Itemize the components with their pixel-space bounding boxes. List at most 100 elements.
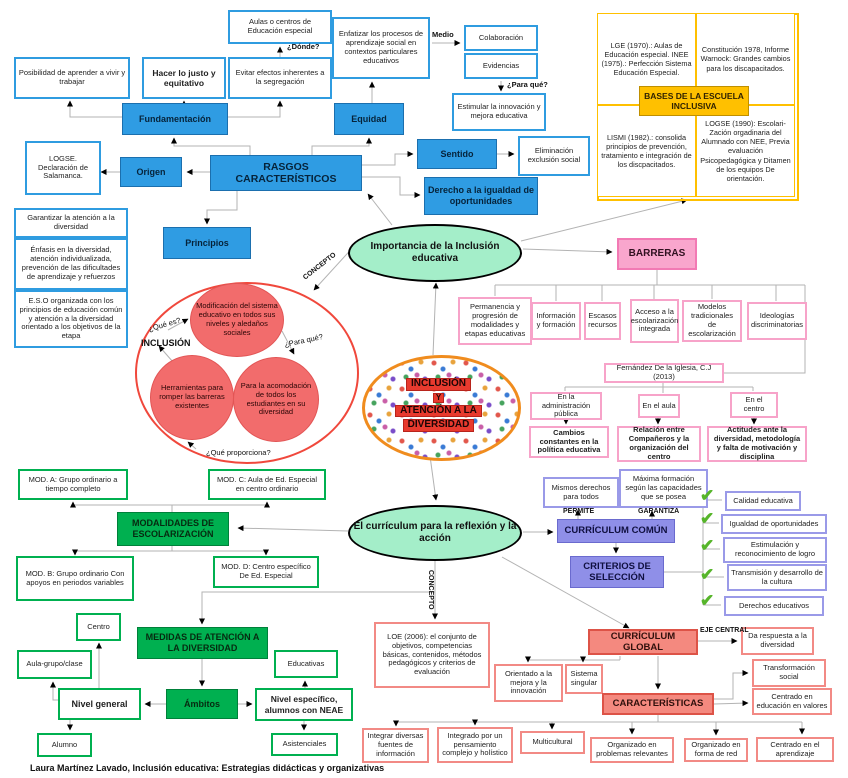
node-posibilidad: Posibilidad de aprender a vivir y trabaj… xyxy=(14,57,130,99)
node-derecho-igualdad: Derecho a la igualdad de oportunidades xyxy=(424,177,538,215)
node-transmision: Transmisión y desarrollo de la cultura xyxy=(727,564,827,591)
node-en-centro: En el centro xyxy=(730,392,778,418)
node-eso: E.S.O organizada con los principios de e… xyxy=(14,290,128,348)
center-line-4: DIVERSIDAD xyxy=(402,419,475,432)
node-escasos: Escasos recursos xyxy=(584,302,621,340)
node-importancia: Importancia de la Inclusión educativa xyxy=(348,224,522,282)
node-caracteristicas: CARACTERÍSTICAS xyxy=(602,693,714,715)
node-igualdad: Igualdad de oportunidades xyxy=(721,514,827,534)
node-el-curriculum: El currículum para la reflexión y la acc… xyxy=(348,505,522,561)
node-enfatizar: Enfatizar los procesos de aprendizaje so… xyxy=(332,17,430,79)
arrow-label-paraque: ¿Para qué? xyxy=(507,80,548,89)
node-curriculum-global: CURRÍCULUM GLOBAL xyxy=(588,629,698,655)
arrow-label-medio: Medio xyxy=(432,30,454,39)
arrow-label-concepto2: CONCEPTO xyxy=(427,570,434,610)
node-maxima-formacion: Máxima formación según las capacidades q… xyxy=(619,469,708,508)
node-centrado-valores: Centrado en educación en valores xyxy=(752,688,832,715)
arrow-label-permite: PERMITE xyxy=(563,508,595,515)
node-sistema-singular: Sistema singular xyxy=(565,664,603,694)
node-transformacion: Transformación social xyxy=(752,659,826,687)
node-sentido: Sentido xyxy=(417,139,497,169)
node-centro: Centro xyxy=(76,613,121,641)
node-integrar: Integrar diversas fuentes de información xyxy=(362,728,429,763)
node-cambios: Cambios constantes en la política educat… xyxy=(529,426,609,458)
node-modelos: Modelos tradicionales de escolarización xyxy=(682,300,742,342)
node-org-red: Organizado en forma de red xyxy=(684,738,748,762)
footer-credit: Laura Martínez Lavado, Inclusión educati… xyxy=(30,763,385,773)
node-ideologias: Ideologías discriminatorias xyxy=(747,302,807,340)
node-modificacion: Modificación del sistema educativo en to… xyxy=(190,283,284,357)
node-multicultural: Multicultural xyxy=(520,731,585,754)
center-line-1: INCLUSIÓN xyxy=(406,378,471,391)
node-actitudes: Actitudes ante la diversidad, metodologí… xyxy=(707,425,807,462)
node-aulas-centros: Aulas o centros de Educación especial xyxy=(228,10,332,44)
node-rasgos-caracteristicos: RASGOS CARACTERÍSTICOS xyxy=(210,155,362,191)
node-bases-escuela-inclusiva: BASES DE LA ESCUELA INCLUSIVA xyxy=(639,86,749,116)
check-icon: ✔ xyxy=(700,536,715,555)
node-fernandez: Fernández De la Iglesia, C.J (2013) xyxy=(604,363,724,383)
node-derechos-educativos: Derechos educativos xyxy=(724,596,824,616)
node-mod-d: MOD. D: Centro específico De Ed. Especia… xyxy=(213,556,319,588)
node-colaboracion: Colaboración xyxy=(464,25,538,51)
node-acceso: Acceso a la escolarización integrada xyxy=(630,299,679,343)
check-icon: ✔ xyxy=(700,591,715,610)
node-estimular: Estimular la innovación y mejora educati… xyxy=(452,93,546,131)
node-eliminacion: Eliminación exclusión social xyxy=(518,136,590,176)
node-aula-grupo: Aula-grupo/clase xyxy=(17,650,92,679)
node-alumno: Alumno xyxy=(37,733,92,757)
node-asistenciales: Asistenciales xyxy=(271,733,338,756)
center-line-3: ATENCIÓN A LA xyxy=(395,404,482,418)
node-calidad: Calidad educativa xyxy=(725,491,801,511)
node-modalidades: MODALIDADES DE ESCOLARIZACIÓN xyxy=(117,512,229,546)
check-icon: ✔ xyxy=(700,486,715,505)
node-criterios-seleccion: CRITERIOS DE SELECCIÓN xyxy=(570,556,664,588)
node-permanencia: Permanencia y progresión de modalidades … xyxy=(458,297,532,345)
node-lismi: LISMI (1982).: consolida principios de p… xyxy=(597,105,696,197)
arrow-label-garantiza: GARANTIZA xyxy=(638,508,680,515)
center-line-2: Y xyxy=(432,392,445,403)
node-estimulacion: Estimulación y reconocimiento de logro xyxy=(723,537,827,563)
node-da-respuesta: Da respuesta a la diversidad xyxy=(741,627,814,655)
node-mod-a: MOD. A: Grupo ordinario a tiempo complet… xyxy=(18,469,128,500)
node-equidad: Equidad xyxy=(334,103,404,135)
node-integrado: Integrado por un pensamiento complejo y … xyxy=(437,727,513,763)
node-ambitos: Ámbitos xyxy=(166,689,238,719)
node-org-problemas: Organizado en problemas relevantes xyxy=(590,737,674,763)
node-barreras: BARRERAS xyxy=(617,238,697,270)
node-mod-b: MOD. B: Grupo ordinario Con apoyos en pe… xyxy=(16,556,134,601)
node-logse90: LOGSE (1990): Escolari-Zación orgadinari… xyxy=(696,105,795,197)
node-garantizar: Garantizar la atención a la diversidad xyxy=(14,208,128,238)
node-en-administracion: En la administración pública xyxy=(530,392,602,420)
node-informacion: Información y formación xyxy=(531,302,581,340)
node-herramientas: Herramientas para romper las barreras ex… xyxy=(150,355,234,440)
node-principios: Principios xyxy=(163,227,251,259)
node-centrado-aprendizaje: Centrado en el aprendizaje xyxy=(756,737,834,762)
arrow-label-queproporciona: ¿Qué proporciona? xyxy=(206,448,271,457)
node-educativas: Educativas xyxy=(274,650,338,678)
node-acomodacion: Para la acomodación de todos los estudia… xyxy=(233,357,319,442)
node-enfasis: Énfasis en la diversidad, atención indiv… xyxy=(14,238,128,290)
check-icon: ✔ xyxy=(700,509,715,528)
node-logse-salamanca: LOGSE. Declaración de Salamanca. xyxy=(25,141,101,195)
label-inclusion-word: INCLUSIÓN xyxy=(141,338,191,348)
node-orientado: Orientado a la mejora y la innovación xyxy=(494,664,563,702)
node-evitar-efectos: Evitar efectos inherentes a la segregaci… xyxy=(228,57,332,99)
arrow-label-eje-central: EJE CENTRAL xyxy=(700,627,749,634)
node-mod-c: MOD. C: Aula de Ed. Especial en centro o… xyxy=(208,469,326,500)
arrow-label-donde: ¿Dónde? xyxy=(287,42,320,51)
node-nivel-general: Nivel general xyxy=(58,688,141,720)
node-en-aula: En el aula xyxy=(638,394,680,418)
node-hacer-lo-justo: Hacer lo justo y equitativo xyxy=(142,57,226,99)
node-medidas: MEDIDAS DE ATENCIÓN A LA DIVERSIDAD xyxy=(137,627,268,659)
node-mismos-derechos: Mismos derechos para todos xyxy=(543,477,619,508)
node-loe: LOE (2006): el conjunto de objetivos, co… xyxy=(374,622,490,688)
node-inclusion-atencion: INCLUSIÓN Y ATENCIÓN A LA DIVERSIDAD xyxy=(362,355,515,455)
node-nivel-especifico: Nivel específico, alumnos con NEAE xyxy=(255,688,353,721)
check-icon: ✔ xyxy=(700,565,715,584)
node-fundamentacion: Fundamentación xyxy=(122,103,228,135)
node-curriculum-comun: CURRÍCULUM COMÚN xyxy=(557,519,675,543)
node-relacion: Relación entre Compañeros y la organizac… xyxy=(617,425,701,462)
node-evidencias: Evidencias xyxy=(464,53,538,79)
